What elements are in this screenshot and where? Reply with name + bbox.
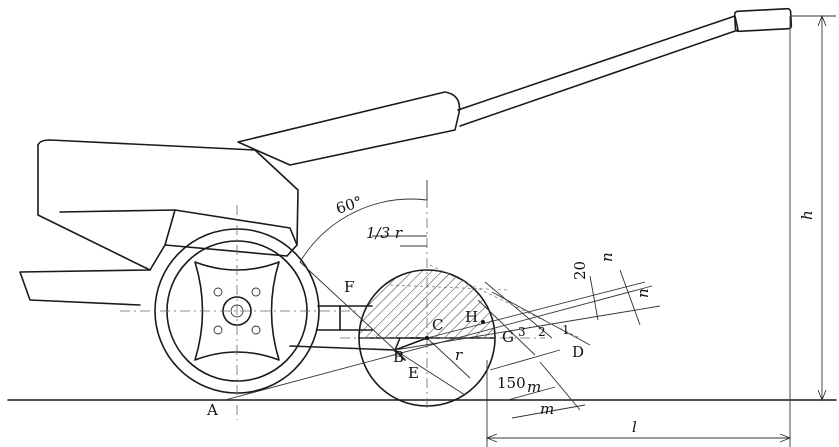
label-g: G — [502, 328, 514, 346]
engine-housing — [19, 139, 299, 306]
label-a: A — [206, 401, 218, 419]
label-dim-150: 150 — [497, 374, 526, 392]
label-dim-20: 20 — [571, 261, 589, 280]
label-b: B — [393, 348, 404, 366]
label-n-upper: n — [598, 252, 616, 262]
label-m-1: m — [527, 378, 541, 396]
label-point-3: 3 — [518, 325, 526, 339]
label-h-height: h — [798, 210, 816, 220]
label-m-2: m — [540, 400, 554, 418]
label-f: F — [344, 278, 354, 296]
angle-arc — [299, 198, 428, 263]
label-e: E — [408, 364, 419, 382]
label-r: r — [455, 346, 463, 364]
point-h-marker — [481, 320, 485, 324]
label-point-1: 1 — [562, 323, 570, 337]
label-third-r: 1/3 r — [366, 224, 403, 242]
label-c: C — [432, 316, 443, 334]
dimension-lines — [485, 14, 836, 447]
point-c-marker — [425, 336, 429, 340]
label-point-2: 2 — [538, 325, 546, 339]
label-h: H — [465, 308, 478, 326]
label-l: l — [632, 418, 637, 436]
label-n-right: n — [634, 288, 652, 298]
construction-lines — [224, 235, 661, 401]
center-lines — [120, 198, 545, 420]
label-d: D — [572, 343, 584, 361]
handle — [237, 7, 793, 166]
label-angle: 60° — [334, 192, 365, 217]
